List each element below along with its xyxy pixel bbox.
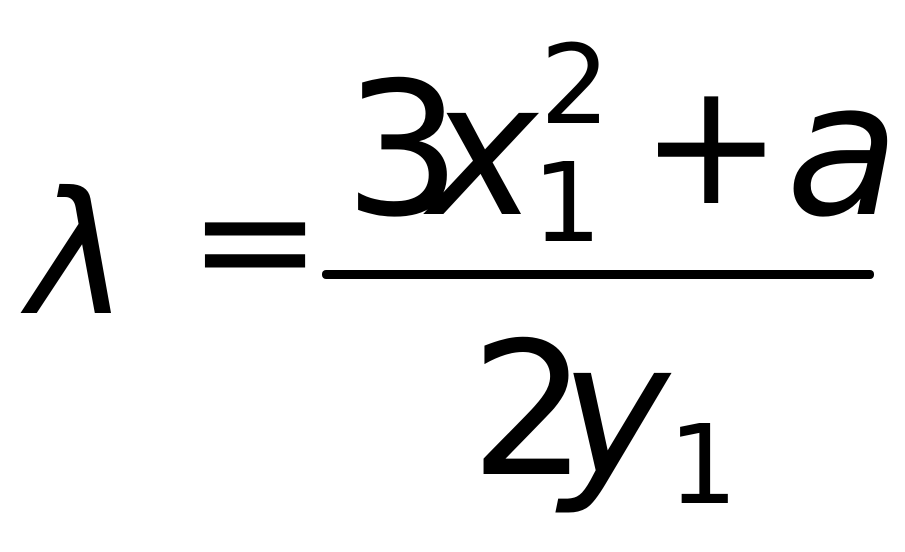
numerator-exponent: 2: [540, 21, 610, 149]
numerator-variable-a: a: [786, 42, 900, 258]
equals-sign: =: [188, 146, 323, 333]
denominator-subscript: 1: [668, 401, 738, 529]
plus-sign: +: [640, 46, 783, 244]
numerator-subscript: 1: [532, 139, 602, 267]
numerator-variable-x: x: [428, 42, 538, 258]
denominator-coefficient: 2: [470, 302, 588, 518]
fraction-bar: [322, 270, 874, 279]
denominator-variable-y: y: [560, 302, 670, 518]
numerator-coefficient: 3: [344, 42, 462, 258]
lambda-symbol: λ: [28, 156, 129, 354]
